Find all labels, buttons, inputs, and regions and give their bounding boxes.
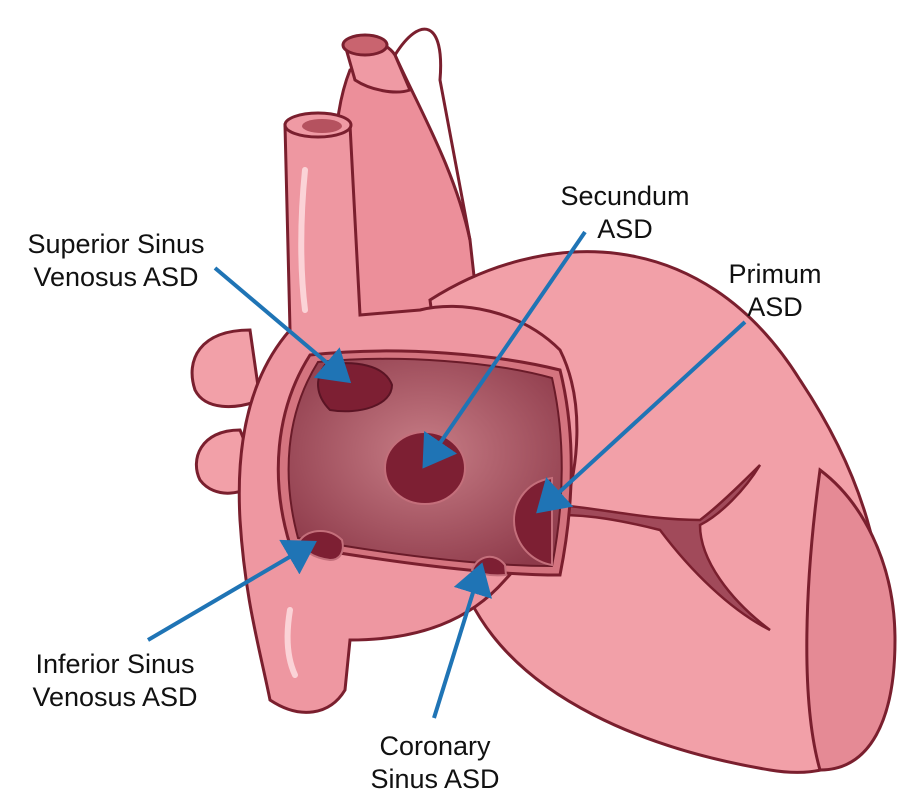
label-primum-line2: ASD xyxy=(715,291,835,324)
label-superior-sinus-venosus: Superior Sinus Venosus ASD xyxy=(6,228,226,294)
label-primum-line1: Primum xyxy=(715,258,835,291)
label-secundum-line2: ASD xyxy=(540,213,710,246)
label-secundum-line1: Secundum xyxy=(540,180,710,213)
label-inferior-line1: Inferior Sinus xyxy=(10,648,220,681)
label-primum: Primum ASD xyxy=(715,258,835,324)
label-coronary-line1: Coronary xyxy=(355,730,515,763)
secundum-defect xyxy=(385,432,465,504)
label-superior-line2: Venosus ASD xyxy=(6,261,226,294)
label-coronary-sinus: Coronary Sinus ASD xyxy=(355,730,515,796)
label-inferior-sinus-venosus: Inferior Sinus Venosus ASD xyxy=(10,648,220,714)
label-superior-line1: Superior Sinus xyxy=(6,228,226,261)
label-secundum: Secundum ASD xyxy=(540,180,710,246)
atrial-septum-window xyxy=(278,351,571,575)
label-inferior-line2: Venosus ASD xyxy=(10,681,220,714)
label-coronary-line2: Sinus ASD xyxy=(355,763,515,796)
